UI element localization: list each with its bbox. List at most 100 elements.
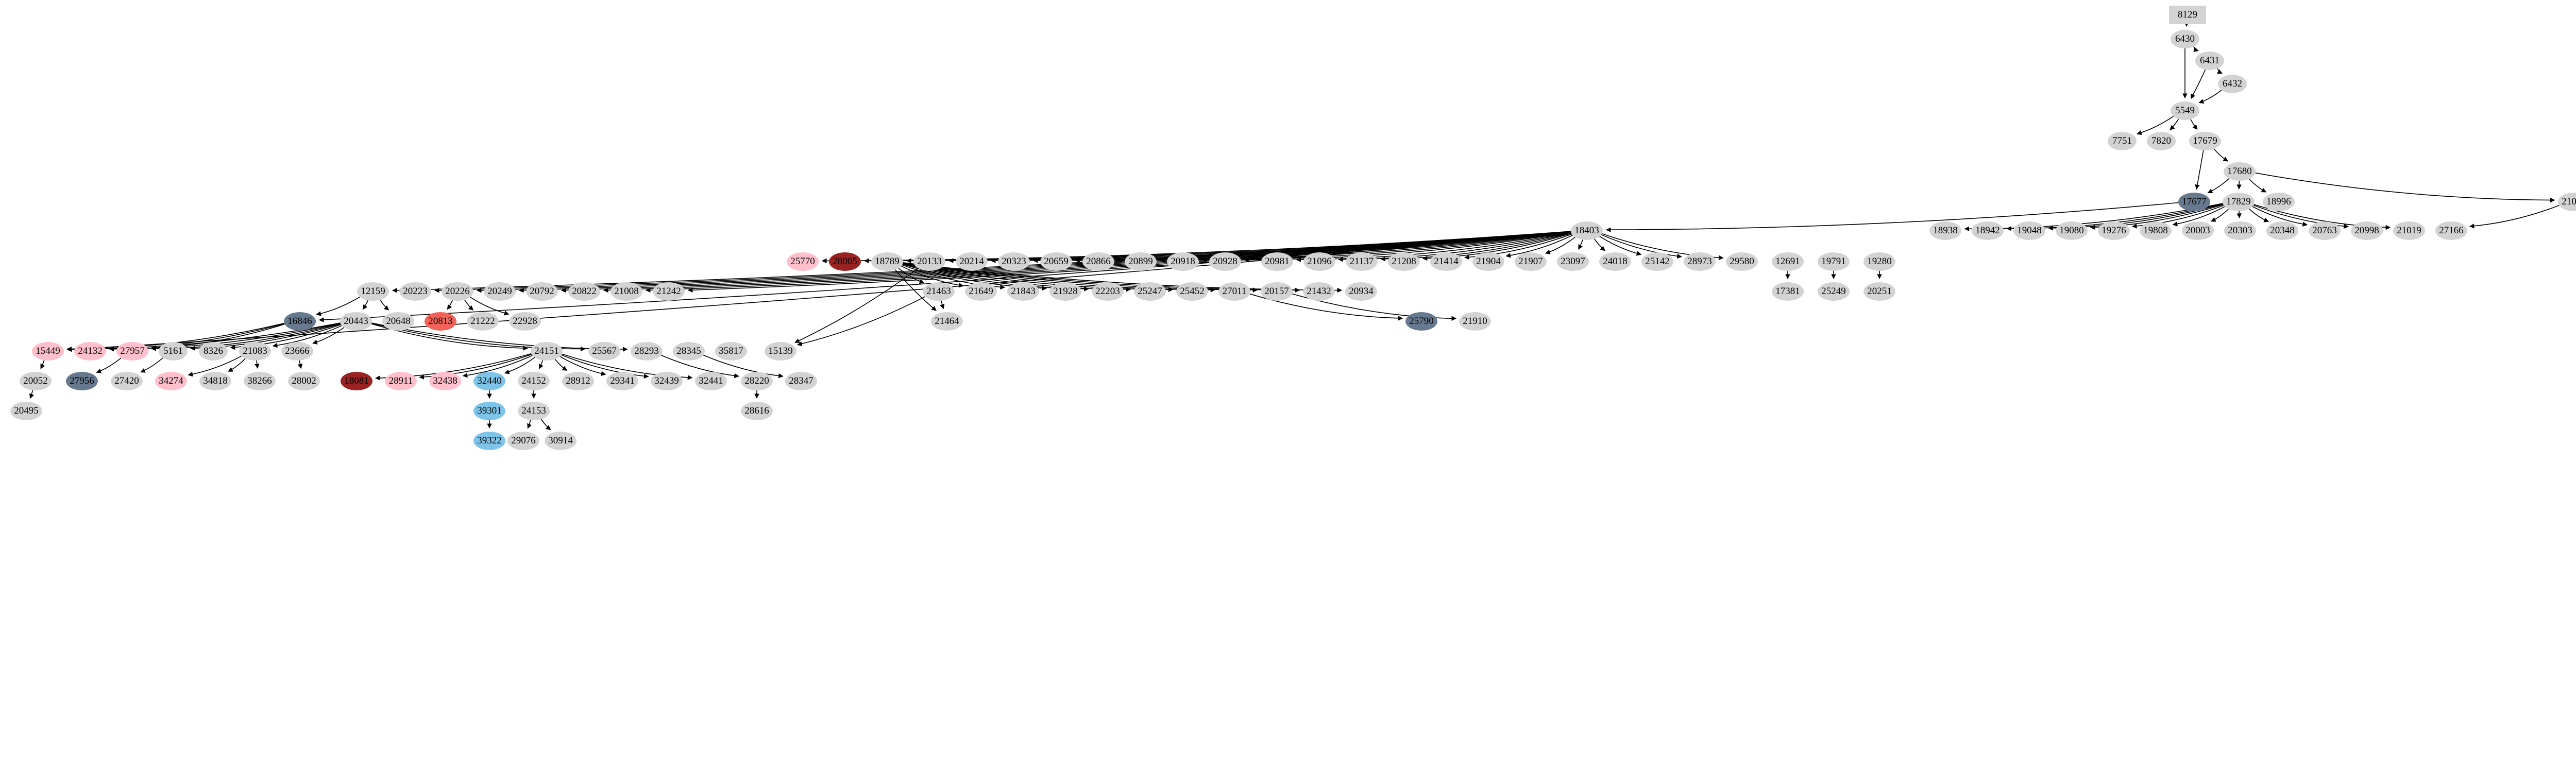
graph-node[interactable]: 28911 xyxy=(385,372,417,390)
graph-node[interactable]: 20813 xyxy=(425,312,456,331)
graph-node[interactable]: 21928 xyxy=(1049,282,1081,301)
graph-node[interactable]: 28220 xyxy=(741,372,773,390)
graph-node[interactable]: 21464 xyxy=(931,312,963,331)
graph-node[interactable]: 20052 xyxy=(20,372,52,390)
graph-node[interactable]: 29341 xyxy=(606,372,638,390)
graph-node[interactable]: 21414 xyxy=(1430,252,1462,271)
graph-node[interactable]: 21019 xyxy=(2393,221,2425,240)
graph-node[interactable]: 21222 xyxy=(467,312,499,331)
graph-node[interactable]: 21463 xyxy=(923,282,955,301)
graph-node[interactable]: 17829 xyxy=(2223,193,2255,211)
graph-node[interactable]: 15139 xyxy=(765,342,796,361)
graph-node[interactable]: 7820 xyxy=(2147,132,2176,150)
graph-node[interactable]: 28347 xyxy=(785,372,817,390)
graph-node[interactable]: 20214 xyxy=(956,252,988,271)
graph-node[interactable]: 16846 xyxy=(284,312,316,331)
graph-node[interactable]: 20157 xyxy=(1261,282,1293,301)
graph-node[interactable]: 20443 xyxy=(340,312,372,331)
graph-node[interactable]: 20659 xyxy=(1040,252,1072,271)
graph-node[interactable]: 17680 xyxy=(2224,162,2256,181)
graph-node[interactable]: 25452 xyxy=(1176,282,1208,301)
graph-node[interactable]: 20934 xyxy=(1345,282,1377,301)
graph-node[interactable]: 18789 xyxy=(871,252,903,271)
graph-node[interactable]: 30914 xyxy=(545,432,577,450)
graph-node[interactable]: 20226 xyxy=(442,282,473,301)
graph-node[interactable]: 21020 xyxy=(2558,193,2576,211)
graph-node[interactable]: 6431 xyxy=(2195,52,2224,70)
graph-node[interactable]: 29580 xyxy=(1726,252,1758,271)
graph-node[interactable]: 12691 xyxy=(1772,252,1804,271)
graph-node[interactable]: 28616 xyxy=(741,402,773,420)
graph-node[interactable]: 28912 xyxy=(562,372,594,390)
graph-node[interactable]: 28002 xyxy=(288,372,320,390)
graph-node[interactable]: 22928 xyxy=(509,312,541,331)
graph-node[interactable]: 20249 xyxy=(484,282,516,301)
graph-node[interactable]: 27957 xyxy=(116,342,148,361)
graph-node[interactable]: 17679 xyxy=(2189,132,2221,150)
graph-node[interactable]: 34274 xyxy=(155,372,187,390)
graph-node[interactable]: 21242 xyxy=(653,282,685,301)
graph-node[interactable]: 21910 xyxy=(1459,312,1491,331)
graph-node[interactable]: 21907 xyxy=(1515,252,1547,271)
graph-node[interactable]: 39322 xyxy=(473,432,505,450)
graph-node[interactable]: 21904 xyxy=(1472,252,1504,271)
graph-node[interactable]: 18938 xyxy=(1929,221,1961,240)
graph-node[interactable]: 28005 xyxy=(829,252,861,271)
graph-node[interactable]: 21432 xyxy=(1303,282,1335,301)
graph-node[interactable]: 24152 xyxy=(518,372,550,390)
graph-node[interactable]: 38266 xyxy=(244,372,276,390)
graph-node[interactable]: 19808 xyxy=(2140,221,2172,240)
graph-node[interactable]: 32441 xyxy=(695,372,727,390)
graph-node[interactable]: 8129 xyxy=(2169,6,2206,24)
graph-node[interactable]: 23097 xyxy=(1557,252,1589,271)
graph-node[interactable]: 28293 xyxy=(631,342,663,361)
graph-node[interactable]: 20323 xyxy=(998,252,1030,271)
graph-node[interactable]: 34818 xyxy=(199,372,231,390)
graph-node[interactable]: 20998 xyxy=(2351,221,2383,240)
graph-node[interactable]: 28345 xyxy=(673,342,705,361)
graph-node[interactable]: 24151 xyxy=(531,342,563,361)
graph-node[interactable]: 25567 xyxy=(588,342,620,361)
graph-node[interactable]: 20822 xyxy=(568,282,600,301)
graph-node[interactable]: 7751 xyxy=(2108,132,2137,150)
graph-node[interactable]: 27420 xyxy=(111,372,143,390)
graph-node[interactable]: 17677 xyxy=(2178,193,2210,211)
graph-node[interactable]: 28973 xyxy=(1684,252,1716,271)
graph-node[interactable]: 20003 xyxy=(2182,221,2214,240)
graph-node[interactable]: 20348 xyxy=(2266,221,2298,240)
graph-node[interactable]: 22203 xyxy=(1092,282,1124,301)
graph-node[interactable]: 39301 xyxy=(473,402,505,420)
graph-node[interactable]: 20251 xyxy=(1863,282,1895,301)
graph-node[interactable]: 20133 xyxy=(913,252,945,271)
graph-node[interactable]: 21843 xyxy=(1007,282,1039,301)
graph-node[interactable]: 18942 xyxy=(1972,221,2004,240)
graph-node[interactable]: 21008 xyxy=(611,282,642,301)
graph-node[interactable]: 20899 xyxy=(1125,252,1157,271)
graph-node[interactable]: 20763 xyxy=(2309,221,2341,240)
graph-node[interactable]: 25770 xyxy=(787,252,819,271)
graph-node[interactable]: 25249 xyxy=(1818,282,1850,301)
graph-node[interactable]: 20918 xyxy=(1167,252,1199,271)
graph-node[interactable]: 18081 xyxy=(341,372,372,390)
graph-node[interactable]: 21137 xyxy=(1346,252,1378,271)
graph-node[interactable]: 5161 xyxy=(159,342,188,361)
graph-node[interactable]: 17381 xyxy=(1772,282,1804,301)
graph-node[interactable]: 32439 xyxy=(651,372,683,390)
graph-node[interactable]: 21083 xyxy=(239,342,271,361)
graph-node[interactable]: 6430 xyxy=(2171,30,2199,48)
graph-node[interactable]: 18403 xyxy=(1571,221,1603,240)
graph-node[interactable]: 19280 xyxy=(1863,252,1895,271)
graph-node[interactable]: 24018 xyxy=(1599,252,1631,271)
graph-node[interactable]: 5549 xyxy=(2171,101,2199,120)
graph-node[interactable]: 20223 xyxy=(399,282,431,301)
graph-node[interactable]: 27956 xyxy=(66,372,98,390)
graph-node[interactable]: 21208 xyxy=(1388,252,1420,271)
graph-node[interactable]: 12159 xyxy=(357,282,389,301)
graph-node[interactable]: 25142 xyxy=(1641,252,1673,271)
graph-node[interactable]: 32438 xyxy=(429,372,461,390)
graph-node[interactable]: 24153 xyxy=(518,402,550,420)
graph-node[interactable]: 20981 xyxy=(1261,252,1293,271)
graph-node[interactable]: 35817 xyxy=(715,342,747,361)
graph-node[interactable]: 15449 xyxy=(32,342,64,361)
graph-node[interactable]: 25247 xyxy=(1134,282,1166,301)
